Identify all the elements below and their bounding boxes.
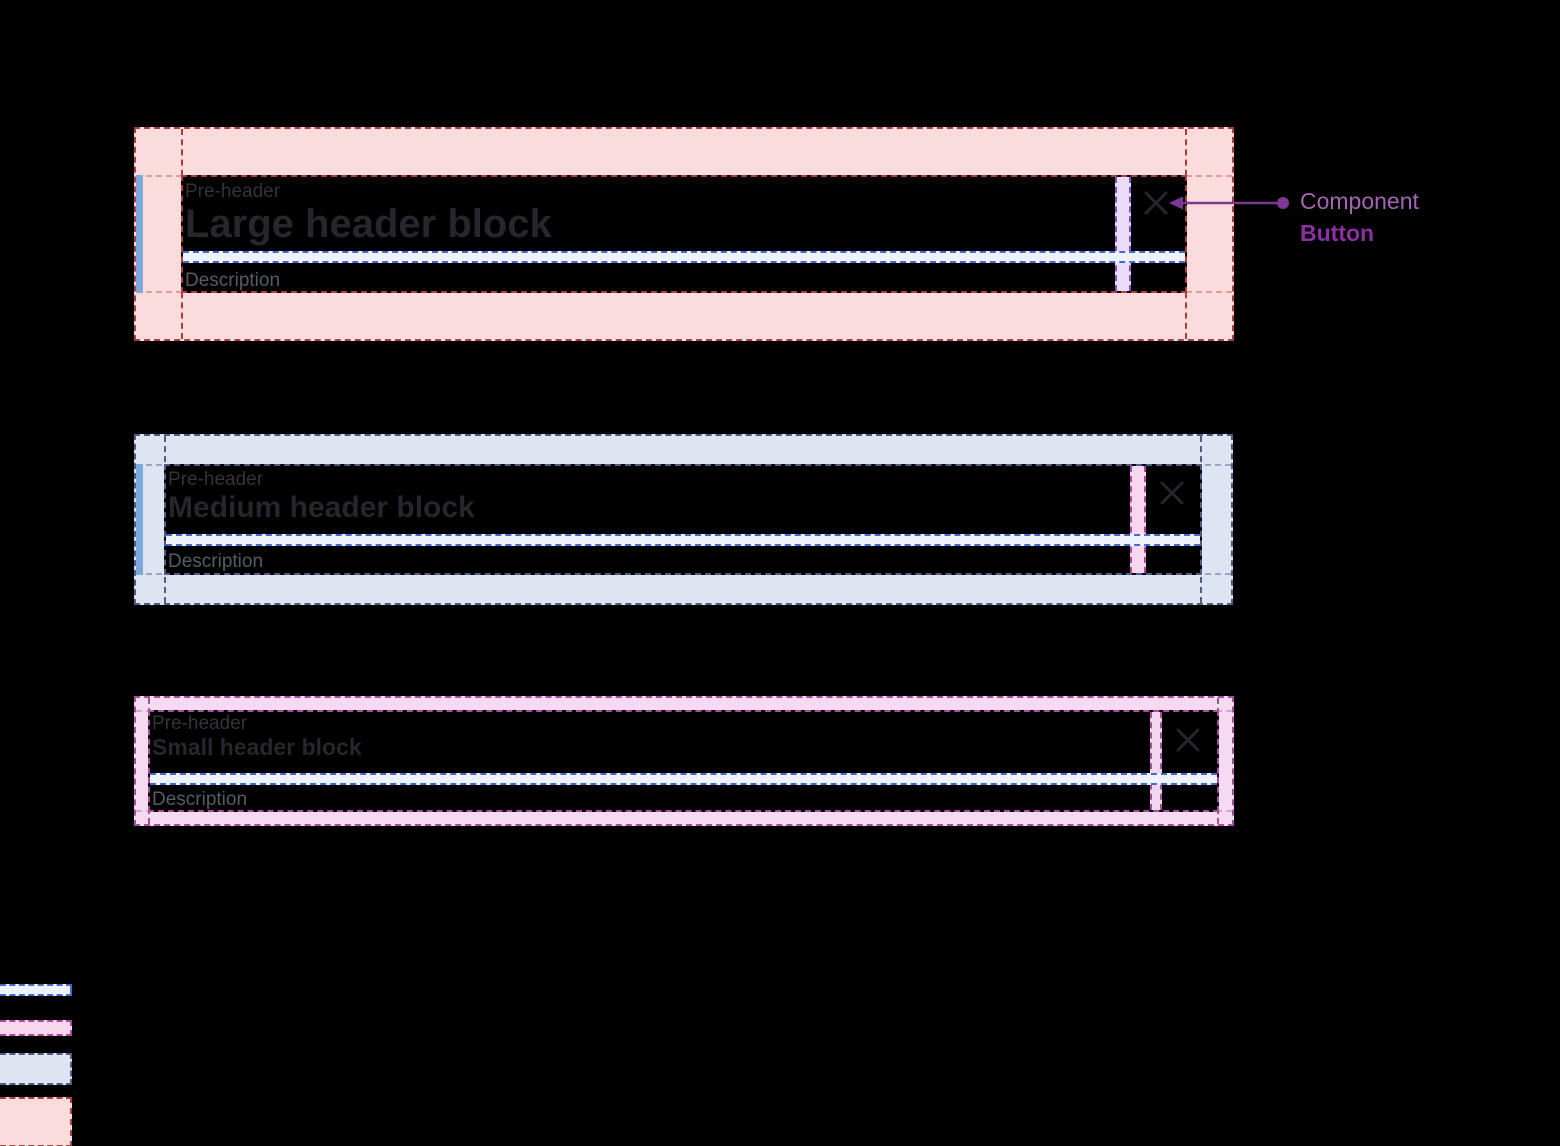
close-button[interactable] [1141,188,1171,218]
preheader-text: Pre-header [168,469,264,490]
gap-strip-horizontal [166,534,1200,546]
preheader-text: Pre-header [185,181,281,202]
gap-strip-vertical [1130,466,1146,573]
gap-strip-vertical [1115,177,1131,291]
header-block-large-spec: Pre-header Large header block Descriptio… [134,127,1234,341]
description-text: Description [185,270,281,291]
gap-strip-vertical [1150,712,1162,810]
header-title: Large header block [185,202,552,246]
close-button[interactable] [1157,478,1187,508]
close-icon [1142,189,1170,217]
preheader-text: Pre-header [152,713,248,734]
annotation-arrow [1167,192,1293,219]
gap-strip-horizontal [183,251,1185,263]
close-icon [1174,726,1202,754]
legend-swatch-gap-48 [0,1097,72,1146]
header-block-content: Pre-header Medium header block Descripti… [164,464,1202,575]
header-title: Small header block [152,734,362,760]
header-block-content: Pre-header Small header block Descriptio… [148,710,1219,812]
legend-swatch-gap-16 [0,1020,72,1036]
close-button[interactable] [1173,725,1203,755]
accent-bar [136,175,143,293]
header-block-medium-spec: Pre-header Medium header block Descripti… [134,434,1233,605]
header-title: Medium header block [168,491,475,524]
header-block-small-spec: Pre-header Small header block Descriptio… [134,696,1234,826]
legend-swatch-gap-32 [0,1053,72,1085]
header-block-content: Pre-header Large header block Descriptio… [181,175,1187,293]
legend-swatch-gap-8 [0,984,72,996]
gap-strip-horizontal [150,773,1217,785]
description-text: Description [168,551,264,572]
description-text: Description [152,789,248,810]
accent-bar [136,464,143,575]
close-icon [1158,479,1186,507]
annotation-label-button: Button [1300,220,1375,246]
annotation-label-component: Component [1300,188,1419,214]
